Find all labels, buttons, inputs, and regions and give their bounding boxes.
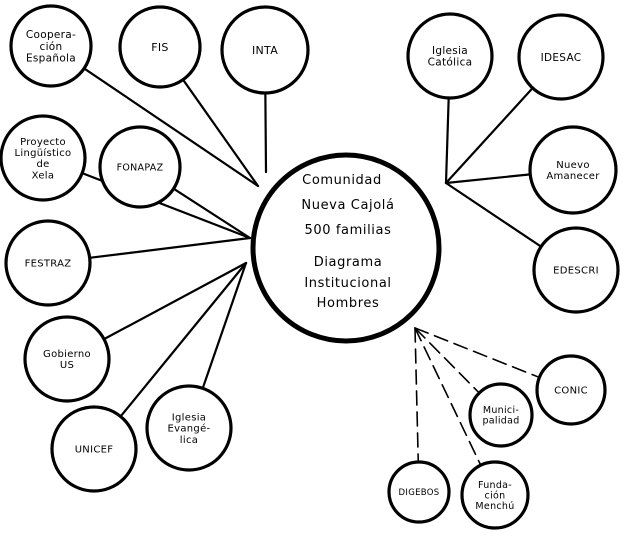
link-fis-solid: [181, 78, 260, 188]
link-idesac-solid: [444, 86, 534, 185]
link-festraz-solid: [88, 236, 252, 259]
node-label: US: [60, 360, 74, 371]
node-circle: [220, 5, 310, 95]
link-nuevo-amanecer-solid: [444, 173, 532, 185]
link-iglesia-evangelica-solid: [201, 261, 248, 390]
node-label: CONIC: [554, 386, 588, 397]
node-label: ción: [485, 490, 506, 501]
node-label: de: [36, 159, 49, 170]
node-edescri: EDESCRI: [532, 226, 620, 314]
node-circle: [4, 219, 92, 307]
node-label: Católica: [428, 57, 473, 69]
link-digebos-dashed: [414, 327, 420, 463]
node-circle: [23, 315, 111, 403]
node-label: Amanecer: [546, 171, 600, 182]
node-label: Munici-: [483, 405, 519, 416]
node-label: Xela: [32, 170, 55, 181]
node-circle: [145, 384, 233, 472]
node-label: Proyecto: [20, 137, 66, 148]
center-title-label: Diagrama: [314, 255, 383, 270]
node-fis: FIS: [118, 5, 202, 89]
node-label: Española: [26, 53, 76, 65]
node-digebos: DIGEBOS: [387, 460, 451, 524]
node-circle: [535, 354, 607, 426]
node-circle: [0, 114, 87, 202]
node-idesac: IDESAC: [517, 13, 605, 101]
center-community-label: Nueva Cajolá: [301, 198, 394, 213]
node-circle: [118, 5, 202, 89]
link-conic-dashed: [414, 327, 541, 379]
node-label: EDESCRI: [553, 266, 599, 277]
link-fundacion-menchu-dashed: [414, 327, 482, 467]
node-label: INTA: [252, 44, 278, 57]
node-circle: [50, 405, 138, 493]
link-iglesia-catolica-solid: [444, 96, 450, 185]
link-fonapaz-solid: [172, 187, 252, 240]
link-edescri-solid: [444, 181, 543, 248]
node-circle: [9, 4, 93, 88]
node-label: FIS: [151, 41, 168, 54]
link-gobierno-us-solid: [102, 261, 248, 341]
node-circle: [517, 13, 605, 101]
node-label: FONAPAZ: [117, 162, 164, 173]
links-layer: [81, 67, 543, 467]
node-label: Gobierno: [43, 349, 91, 360]
node-label: lica: [180, 435, 198, 446]
node-label: Iglesia: [172, 412, 206, 423]
node-fonapaz: FONAPAZ: [98, 125, 182, 209]
node-circle: [532, 226, 620, 314]
node-circle: [406, 12, 494, 100]
node-label: ción: [40, 41, 63, 53]
node-label: UNICEF: [75, 445, 114, 456]
node-circle: [98, 125, 182, 209]
node-festraz: FESTRAZ: [4, 219, 92, 307]
center-title-label: Institucional: [304, 276, 391, 291]
node-circle: [460, 460, 530, 530]
node-label: Coopera-: [26, 29, 76, 41]
center-title-label: Hombres: [317, 296, 380, 311]
node-label: Iglesia: [432, 45, 468, 57]
node-label: Funda-: [478, 480, 512, 491]
link-unicef-solid: [119, 261, 248, 418]
node-circle: [387, 460, 451, 524]
node-label: Evangé-: [168, 423, 211, 435]
node-conic: CONIC: [535, 354, 607, 426]
node-circle: [528, 125, 618, 215]
node-label: DIGEBOS: [399, 488, 440, 498]
node-unicef: UNICEF: [50, 405, 138, 493]
center-circle: [250, 152, 442, 344]
center-community-label: 500 familias: [305, 223, 392, 238]
node-municipalidad: Munici-palidad: [468, 382, 534, 448]
node-label: Menchú: [475, 501, 514, 512]
link-cooperacion-espanola-solid: [83, 67, 260, 188]
center-community-label: Comunidad: [302, 173, 382, 188]
node-inta: INTA: [220, 5, 310, 95]
link-inta-solid: [264, 91, 268, 174]
node-label: palidad: [482, 416, 519, 427]
node-label: Nuevo: [556, 160, 590, 171]
node-label: Lingüístico: [15, 147, 72, 159]
node-circle: [468, 382, 534, 448]
node-label: FESTRAZ: [25, 259, 72, 270]
node-label: IDESAC: [541, 52, 582, 64]
link-municipalidad-dashed: [414, 327, 481, 394]
